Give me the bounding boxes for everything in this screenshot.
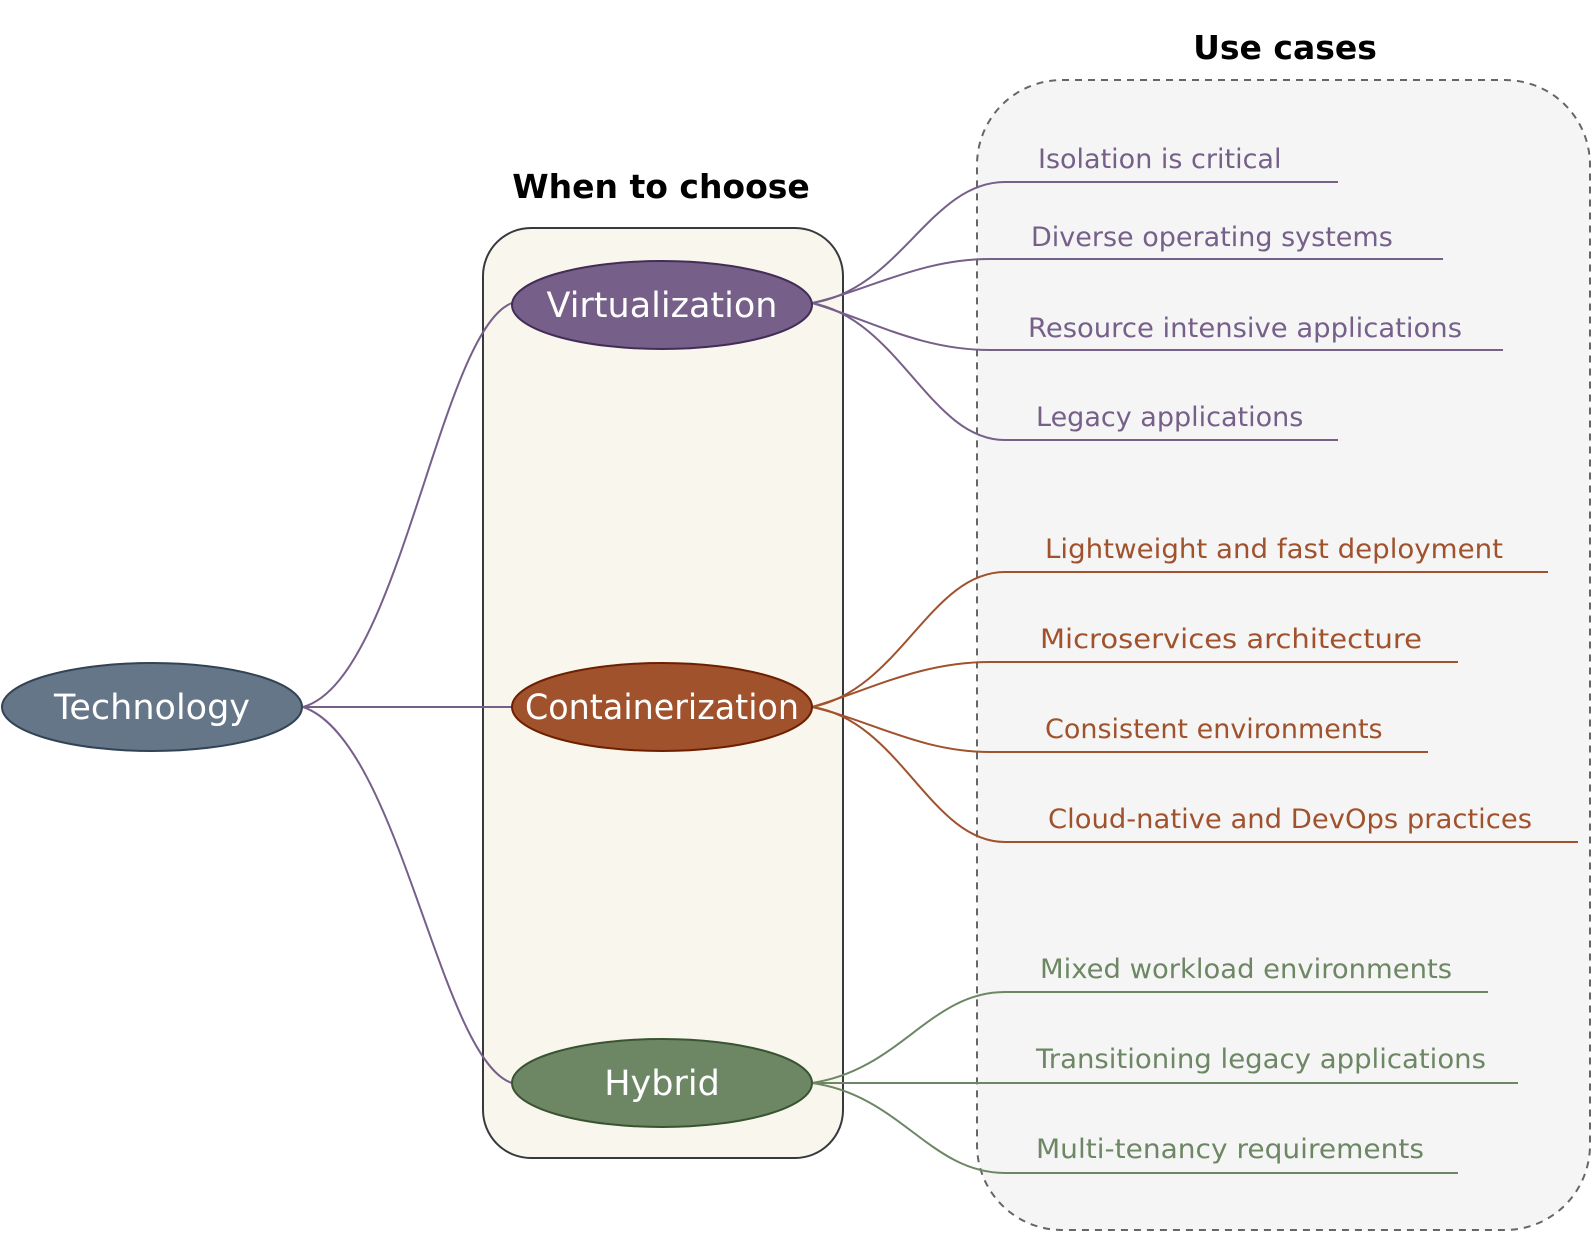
connector-legacy [811,302,1338,441]
containerization-connectors [811,571,1578,843]
root-connectors [302,302,513,1084]
connector-microservices [811,661,1458,708]
node-virtualization-label: Virtualization [547,286,778,326]
node-hybrid[interactable]: Hybrid [511,1038,813,1128]
root-node-technology[interactable]: Technology [1,662,303,752]
use-cases-panel [976,79,1591,1231]
connector-multi-tenancy [811,1082,1458,1174]
root-node-shape [1,662,303,752]
virtualization-connectors [811,181,1503,441]
hybrid-use-cases: Mixed workload environments Transitionin… [1035,954,1486,1165]
use-case-legacy: Legacy applications [1036,402,1303,433]
use-case-consistent: Consistent environments [1045,714,1383,745]
connector-root-virtualization [302,302,513,708]
virtualization-use-cases: Isolation is critical Diverse operating … [1028,144,1462,433]
node-containerization[interactable]: Containerization [511,662,813,752]
connector-root-hybrid [302,706,513,1084]
node-containerization-label: Containerization [525,688,799,728]
node-hybrid-shape [511,1038,813,1128]
connector-mixed-workload [811,991,1488,1084]
containerization-use-cases: Lightweight and fast deployment Microser… [1040,534,1532,835]
use-case-diverse-os: Diverse operating systems [1031,222,1393,253]
use-case-transitioning: Transitioning legacy applications [1035,1044,1486,1075]
use-case-resource-intensive: Resource intensive applications [1028,313,1462,344]
node-virtualization-shape [511,260,813,350]
connector-cloud-native [811,706,1578,843]
root-node-label: Technology [53,688,250,728]
use-case-cloud-native: Cloud-native and DevOps practices [1048,804,1532,835]
node-hybrid-label: Hybrid [604,1064,720,1104]
hybrid-connectors [811,991,1518,1174]
use-case-lightweight: Lightweight and fast deployment [1045,534,1503,565]
node-virtualization[interactable]: Virtualization [511,260,813,350]
use-case-multi-tenancy: Multi-tenancy requirements [1036,1134,1424,1165]
use-cases-heading: Use cases [1193,28,1377,67]
use-case-isolation: Isolation is critical [1038,144,1281,175]
connector-diverse-os [811,258,1443,304]
connector-lightweight [811,571,1548,708]
when-to-choose-heading: When to choose [512,167,810,206]
use-case-mixed-workload: Mixed workload environments [1040,954,1452,985]
use-case-microservices: Microservices architecture [1040,624,1422,655]
node-containerization-shape [511,662,813,752]
